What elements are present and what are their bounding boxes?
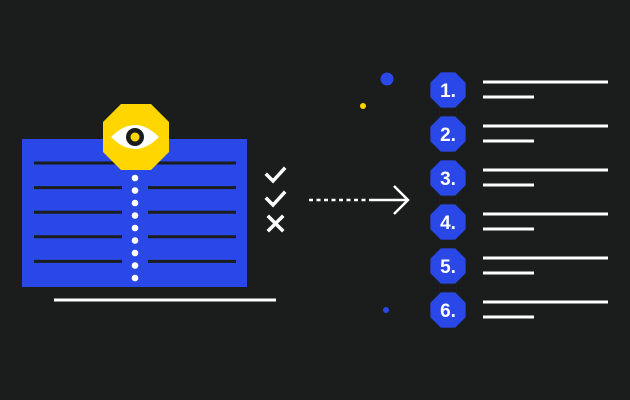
check-icon: [264, 166, 287, 184]
eye-badge: [103, 104, 169, 170]
step-number: 6.: [440, 301, 456, 322]
step-badge: [430, 292, 466, 328]
scan-dot: [131, 237, 139, 244]
step-number: 2.: [440, 125, 456, 146]
step-badge: [430, 72, 466, 108]
step-number: 4.: [440, 213, 456, 234]
list-item: 4.: [430, 204, 608, 240]
scan-dot: [131, 187, 139, 194]
step-badge: [430, 248, 466, 284]
review-checks: [264, 166, 287, 233]
cross-icon: [266, 214, 285, 233]
decor-dot-blue-small: [383, 307, 389, 313]
step-number: 5.: [440, 257, 456, 278]
list-item: 2.: [430, 116, 608, 152]
list-item: 5.: [430, 248, 608, 284]
decor-dot-blue-large: [380, 72, 394, 86]
document-rows: [34, 161, 236, 263]
eye-icon: [111, 125, 159, 149]
step-badge: [430, 116, 466, 152]
scan-dot: [131, 199, 139, 207]
list-item: 1.: [430, 72, 608, 108]
scan-dot: [131, 274, 139, 282]
step-badge: [430, 160, 466, 196]
numbered-list: 1. 2. 3. 4. 5. 6.: [430, 72, 608, 328]
dotted-arrow-right-icon: [309, 185, 410, 215]
check-icon: [264, 190, 287, 208]
scan-dot: [131, 249, 139, 257]
decor-dot-yellow: [360, 103, 366, 109]
scan-dot: [131, 174, 139, 182]
list-item: 3.: [430, 160, 608, 196]
step-number: 3.: [440, 169, 456, 190]
scan-dot: [131, 262, 139, 269]
scan-line: [131, 174, 139, 282]
step-badge: [430, 204, 466, 240]
step-number: 1.: [440, 81, 456, 102]
list-item: 6.: [430, 292, 608, 328]
scan-dot: [131, 224, 139, 232]
scan-dot: [131, 212, 139, 219]
